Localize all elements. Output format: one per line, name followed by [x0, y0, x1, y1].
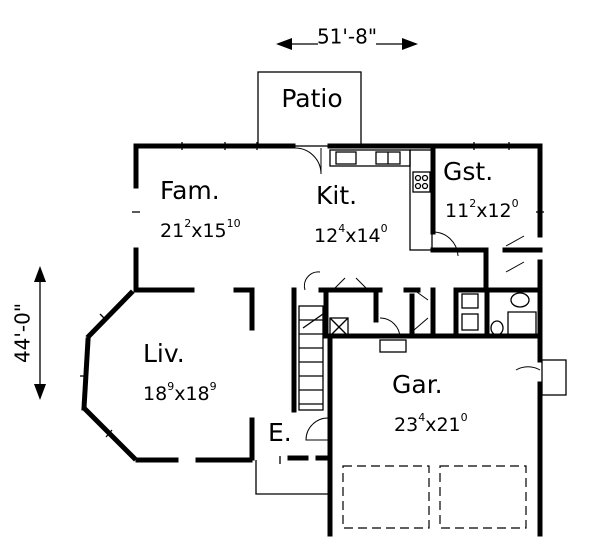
bath-sink — [510, 292, 530, 308]
family-name: Fam. — [160, 176, 220, 205]
room-labels: Patio Fam. 212x1510 Kit. 124x140 Gst. 11… — [143, 84, 519, 447]
garage-dimensions: 234x210 — [394, 411, 468, 436]
stairs — [298, 305, 349, 411]
kitchen-counters — [329, 149, 433, 251]
depth-dimension: 44'-0" — [11, 266, 46, 400]
guest-dimensions: 112x120 — [445, 197, 519, 222]
living-name: Liv. — [143, 339, 185, 368]
patio-label: Patio — [281, 84, 342, 113]
dishwasher — [335, 151, 357, 165]
washer — [461, 293, 479, 309]
cooktop — [412, 171, 431, 193]
depth-dimension-label: 44'-0" — [11, 303, 35, 363]
interior-walls — [233, 147, 543, 461]
garage-name: Gar. — [392, 370, 443, 399]
window-marks — [80, 142, 544, 464]
toilet — [490, 320, 504, 336]
dryer — [461, 313, 479, 331]
width-dimension: 51'-8" — [276, 25, 418, 52]
garage-doors — [342, 465, 527, 529]
shower — [507, 311, 537, 337]
guest-name: Gst. — [443, 157, 493, 186]
bath-fixtures — [461, 292, 537, 337]
patio-outline — [257, 71, 362, 147]
doors — [255, 147, 567, 495]
family-dimensions: 212x1510 — [160, 217, 241, 242]
kitchen-name: Kit. — [316, 181, 357, 210]
width-dimension-label: 51'-8" — [317, 25, 377, 49]
kitchen-dimensions: 124x140 — [314, 222, 388, 247]
living-dimensions: 189x189 — [143, 380, 217, 405]
entry-name: E. — [268, 418, 292, 447]
